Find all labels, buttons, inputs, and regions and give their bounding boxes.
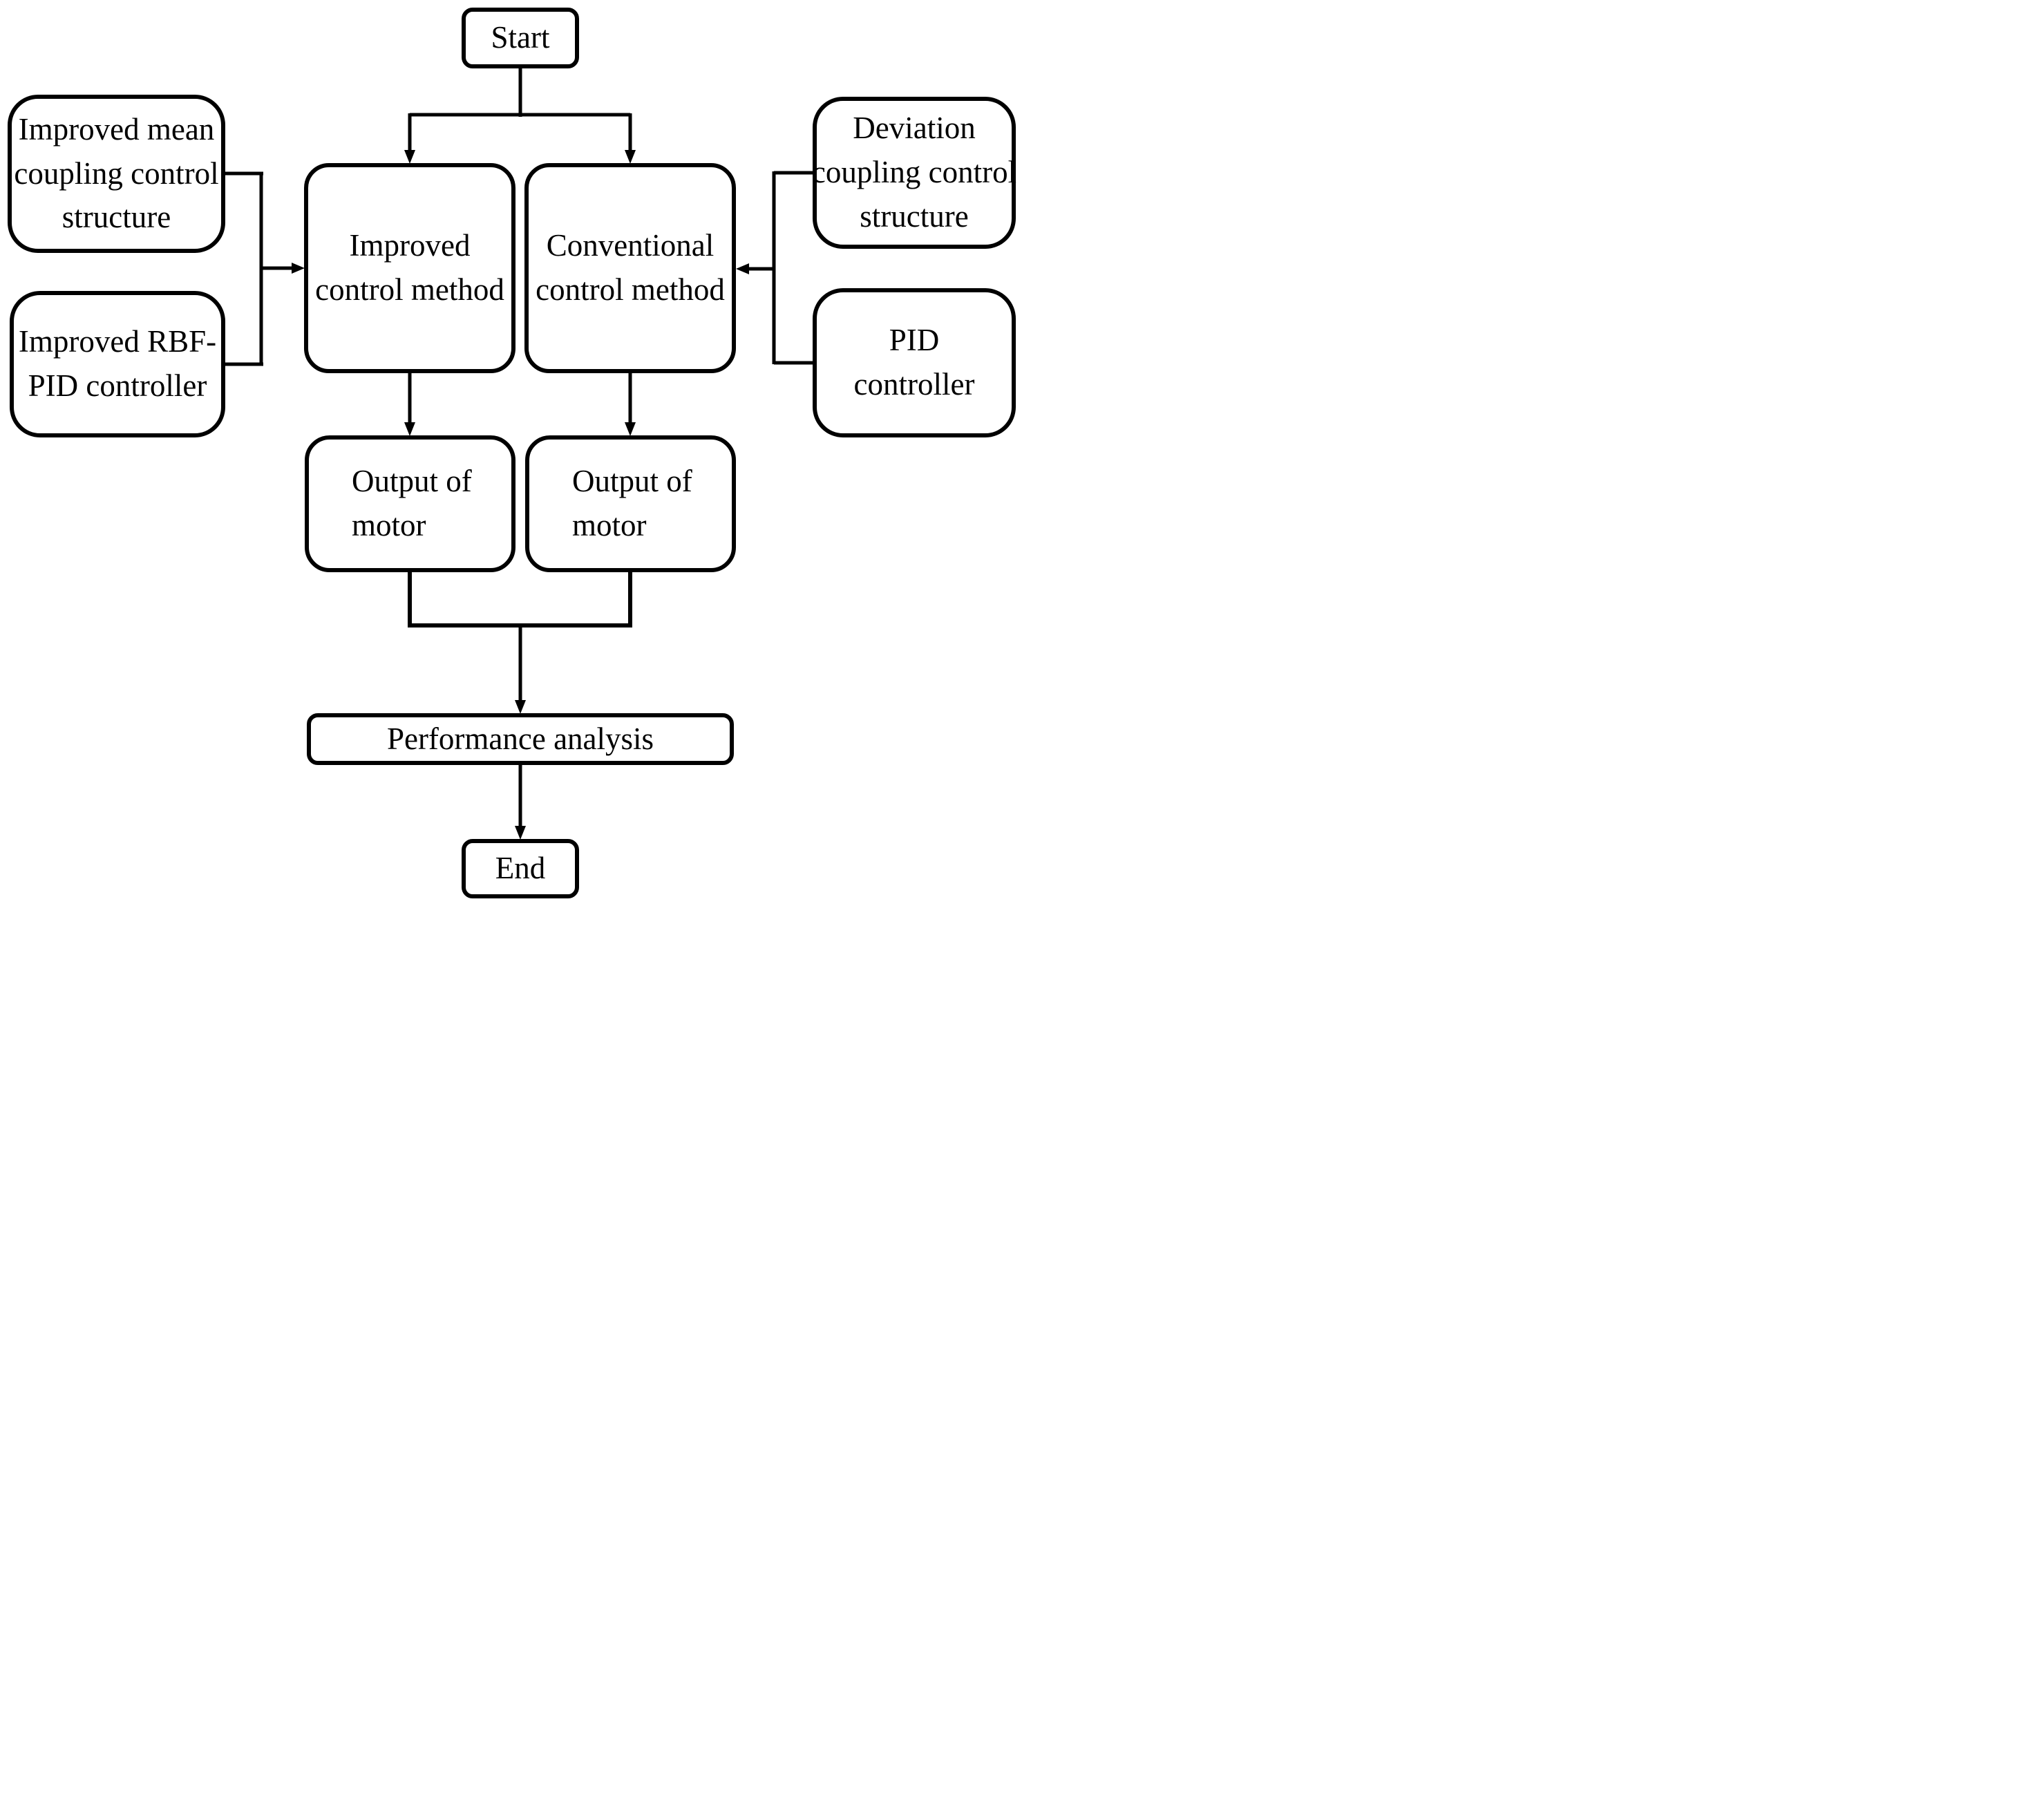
node-output-motor-conventional-label: Output of motor [572,464,692,542]
node-output-motor-improved-label: Output of motor [352,464,472,542]
node-performance-analysis-label: Performance analysis [386,721,654,756]
flowchart-canvas: Start Improved mean coupling control str… [0,0,1022,906]
node-improved-mean-structure-label: Improved mean coupling control structure [14,111,219,235]
node-deviation-structure: Deviation coupling control structure [811,97,1017,249]
node-improved-rbf-pid-label: Improved RBF- PID controller [18,324,217,403]
arrowhead-left-into-improved-method [292,263,305,274]
arrowhead-into-conventional-method [625,150,636,164]
node-conventional-control-method-label: Conventional control method [536,228,725,307]
node-output-motor-improved: Output of motor [305,435,515,572]
node-output-motor-conventional: Output of motor [525,435,736,572]
node-deviation-structure-label: Deviation coupling control structure [811,111,1017,234]
arrowhead-into-end [515,826,526,840]
node-start-label: Start [491,20,550,55]
node-improved-mean-structure: Improved mean coupling control structure [8,95,225,253]
node-start: Start [462,8,579,68]
arrowhead-into-improved-method [404,150,415,164]
arrowhead-into-output-left [404,422,415,436]
arrowhead-into-output-right [625,422,636,436]
arrowhead-right-into-conventional-method [736,263,749,274]
node-improved-control-method-label: Improved control method [315,228,504,307]
node-improved-rbf-pid: Improved RBF- PID controller [10,291,225,437]
arrowhead-into-performance [515,700,526,714]
node-end: End [462,839,579,898]
node-pid-controller-label: PID controller [853,323,975,402]
node-end-label: End [495,851,546,886]
node-conventional-control-method: Conventional control method [524,163,736,373]
node-improved-control-method: Improved control method [304,163,515,373]
node-performance-analysis: Performance analysis [307,713,734,765]
connector-layer [225,68,813,840]
node-pid-controller: PID controller [813,288,1016,437]
